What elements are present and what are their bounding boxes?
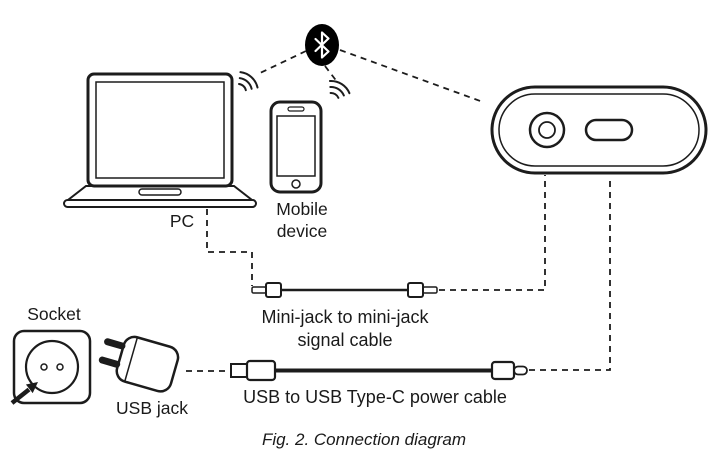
pc-label: PC [169,211,195,231]
laptop-icon [63,72,257,208]
usb-cable-icon [230,359,528,382]
smartphone-icon [269,100,323,194]
minijack-cable-label: Mini-jack to mini-jack signal cable [261,307,429,350]
usb-plug-icon [98,335,180,393]
power-socket-icon [12,329,92,405]
bluetooth-icon [305,24,339,66]
mobile-device-label: Mobile device [276,199,328,241]
socket-label: Socket [27,304,81,324]
minijack-cable-icon [251,282,438,298]
speaker-icon [490,85,708,175]
wireless-signal-icon [237,71,259,92]
usb-jack-label: USB jack [116,398,188,418]
usb-cable-label: USB to USB Type-C power cable [243,387,507,407]
dashed-connections [186,49,611,372]
figure-caption: Fig. 2. Connection diagram [261,430,467,449]
arrow-icon [10,382,38,405]
wireless-signal-icon [328,79,351,99]
